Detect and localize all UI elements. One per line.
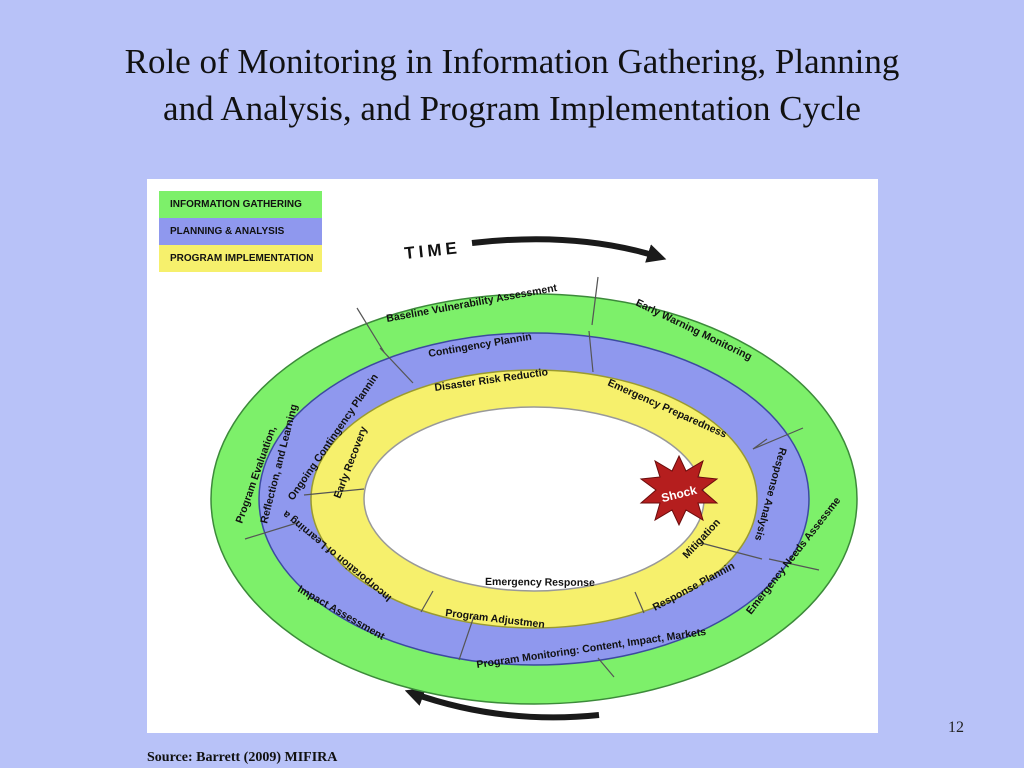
time-arrow-forward bbox=[471, 236, 667, 263]
slide-number: 12 bbox=[948, 719, 964, 736]
cycle-figure: TIME Shock bbox=[147, 179, 878, 733]
time-arrow-back bbox=[404, 687, 600, 721]
slide-title-line-2: and Analysis, and Program Implementation… bbox=[163, 89, 861, 128]
segment-emergency-response: Emergency Response bbox=[485, 576, 595, 589]
time-label: TIME bbox=[403, 238, 461, 263]
slide-title: Role of Monitoring in Information Gather… bbox=[40, 38, 984, 132]
shock-star: Shock bbox=[639, 454, 719, 527]
legend-label: PROGRAM IMPLEMENTATION bbox=[170, 253, 314, 264]
source-citation: Source: Barrett (2009) MIFIRA bbox=[147, 750, 338, 765]
segment-dividers bbox=[244, 276, 820, 678]
legend-label: INFORMATION GATHERING bbox=[170, 199, 302, 210]
legend-program-implementation: PROGRAM IMPLEMENTATION bbox=[159, 245, 322, 272]
legend: INFORMATION GATHERING PLANNING & ANALYSI… bbox=[159, 191, 322, 272]
slide-title-line-1: Role of Monitoring in Information Gather… bbox=[124, 42, 900, 81]
legend-information-gathering: INFORMATION GATHERING bbox=[159, 191, 322, 218]
legend-planning-analysis: PLANNING & ANALYSIS bbox=[159, 218, 322, 245]
legend-label: PLANNING & ANALYSIS bbox=[170, 226, 285, 237]
